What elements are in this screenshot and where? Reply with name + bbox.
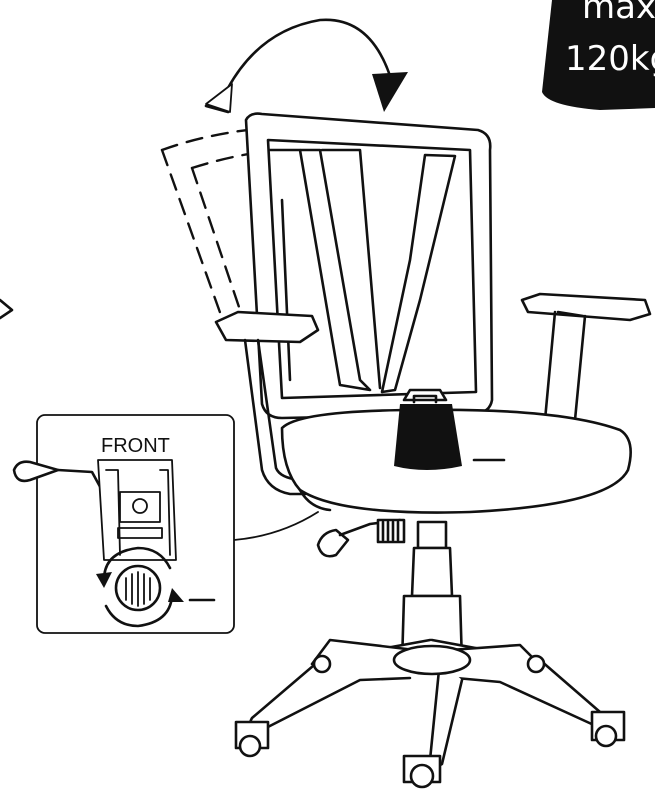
weight-capacity-badge: max 120kg [542,0,655,110]
recline-arrow-icon [206,20,408,112]
tilt-lever [318,520,404,556]
chair-base [236,640,624,787]
cropped-armrest [0,300,12,318]
caster-left [236,722,268,756]
caster-front [404,756,440,787]
badge-line-1: max [582,0,655,27]
right-armrest [522,294,650,420]
badge-line-2: 120kg [565,39,655,79]
inset-callout-line [234,512,318,540]
caster-back-right [528,656,544,672]
caster-right [592,712,624,746]
tension-knob-inset: FRONT [14,415,234,633]
chair-backrest [246,114,492,418]
caster-back-left [314,656,330,672]
inset-front-label: FRONT [101,435,170,457]
inset-mechanism [98,460,176,560]
